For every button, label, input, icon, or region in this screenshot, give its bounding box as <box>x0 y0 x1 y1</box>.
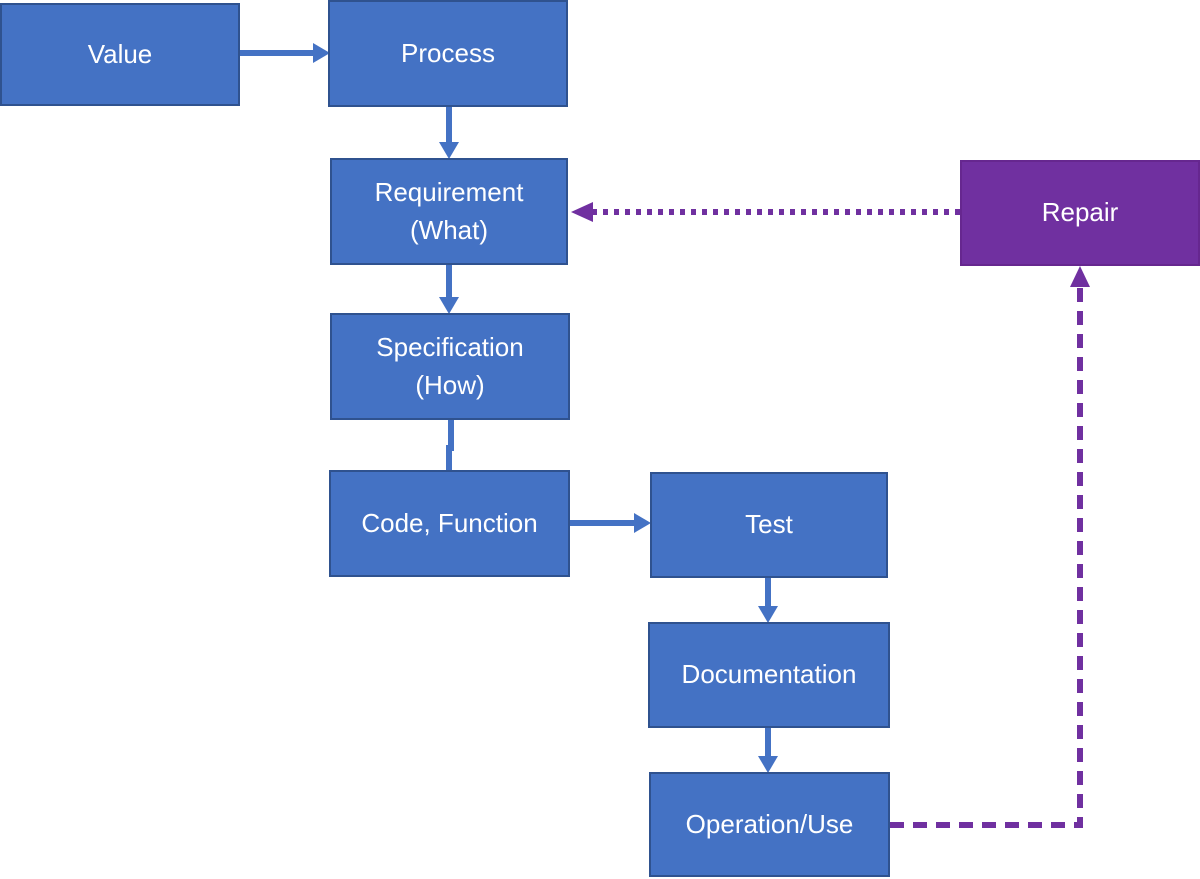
edge-documentation-operation-arrow <box>758 728 778 773</box>
node-label: Code, Function <box>361 507 538 538</box>
node-label: Repair <box>1041 197 1119 228</box>
edge-process-requirement-arrow <box>439 107 459 159</box>
node-label: Process <box>401 37 495 68</box>
node-label: Documentation <box>681 659 857 690</box>
node-label: Test <box>745 509 793 540</box>
node-label: Operation/Use <box>685 808 854 839</box>
node-label: Specification <box>376 331 524 362</box>
node-process[interactable]: Process <box>328 0 568 107</box>
edge-requirement-specification-arrow <box>439 265 459 314</box>
node-repair[interactable]: Repair <box>960 160 1200 266</box>
node-code-function[interactable]: Code, Function <box>329 470 570 577</box>
edge-value-process-arrow <box>240 43 330 63</box>
node-sublabel: (What) <box>410 214 488 245</box>
edge-code-test-arrow <box>570 513 651 533</box>
edge-specification-code-line <box>446 420 454 471</box>
node-requirement[interactable]: Requirement (What) <box>330 158 568 265</box>
node-label: Value <box>87 38 153 69</box>
node-documentation[interactable]: Documentation <box>648 622 890 728</box>
node-sublabel: (How) <box>415 369 485 400</box>
node-value[interactable]: Value <box>0 3 240 106</box>
node-label: Requirement <box>374 176 524 207</box>
edge-operation-repair-dashed-arrow <box>890 266 1090 828</box>
node-operation-use[interactable]: Operation/Use <box>649 772 890 877</box>
edge-repair-requirement-dotted-arrow <box>571 202 960 222</box>
node-specification[interactable]: Specification (How) <box>330 313 570 420</box>
node-test[interactable]: Test <box>650 472 888 578</box>
edge-test-documentation-arrow <box>758 578 778 623</box>
